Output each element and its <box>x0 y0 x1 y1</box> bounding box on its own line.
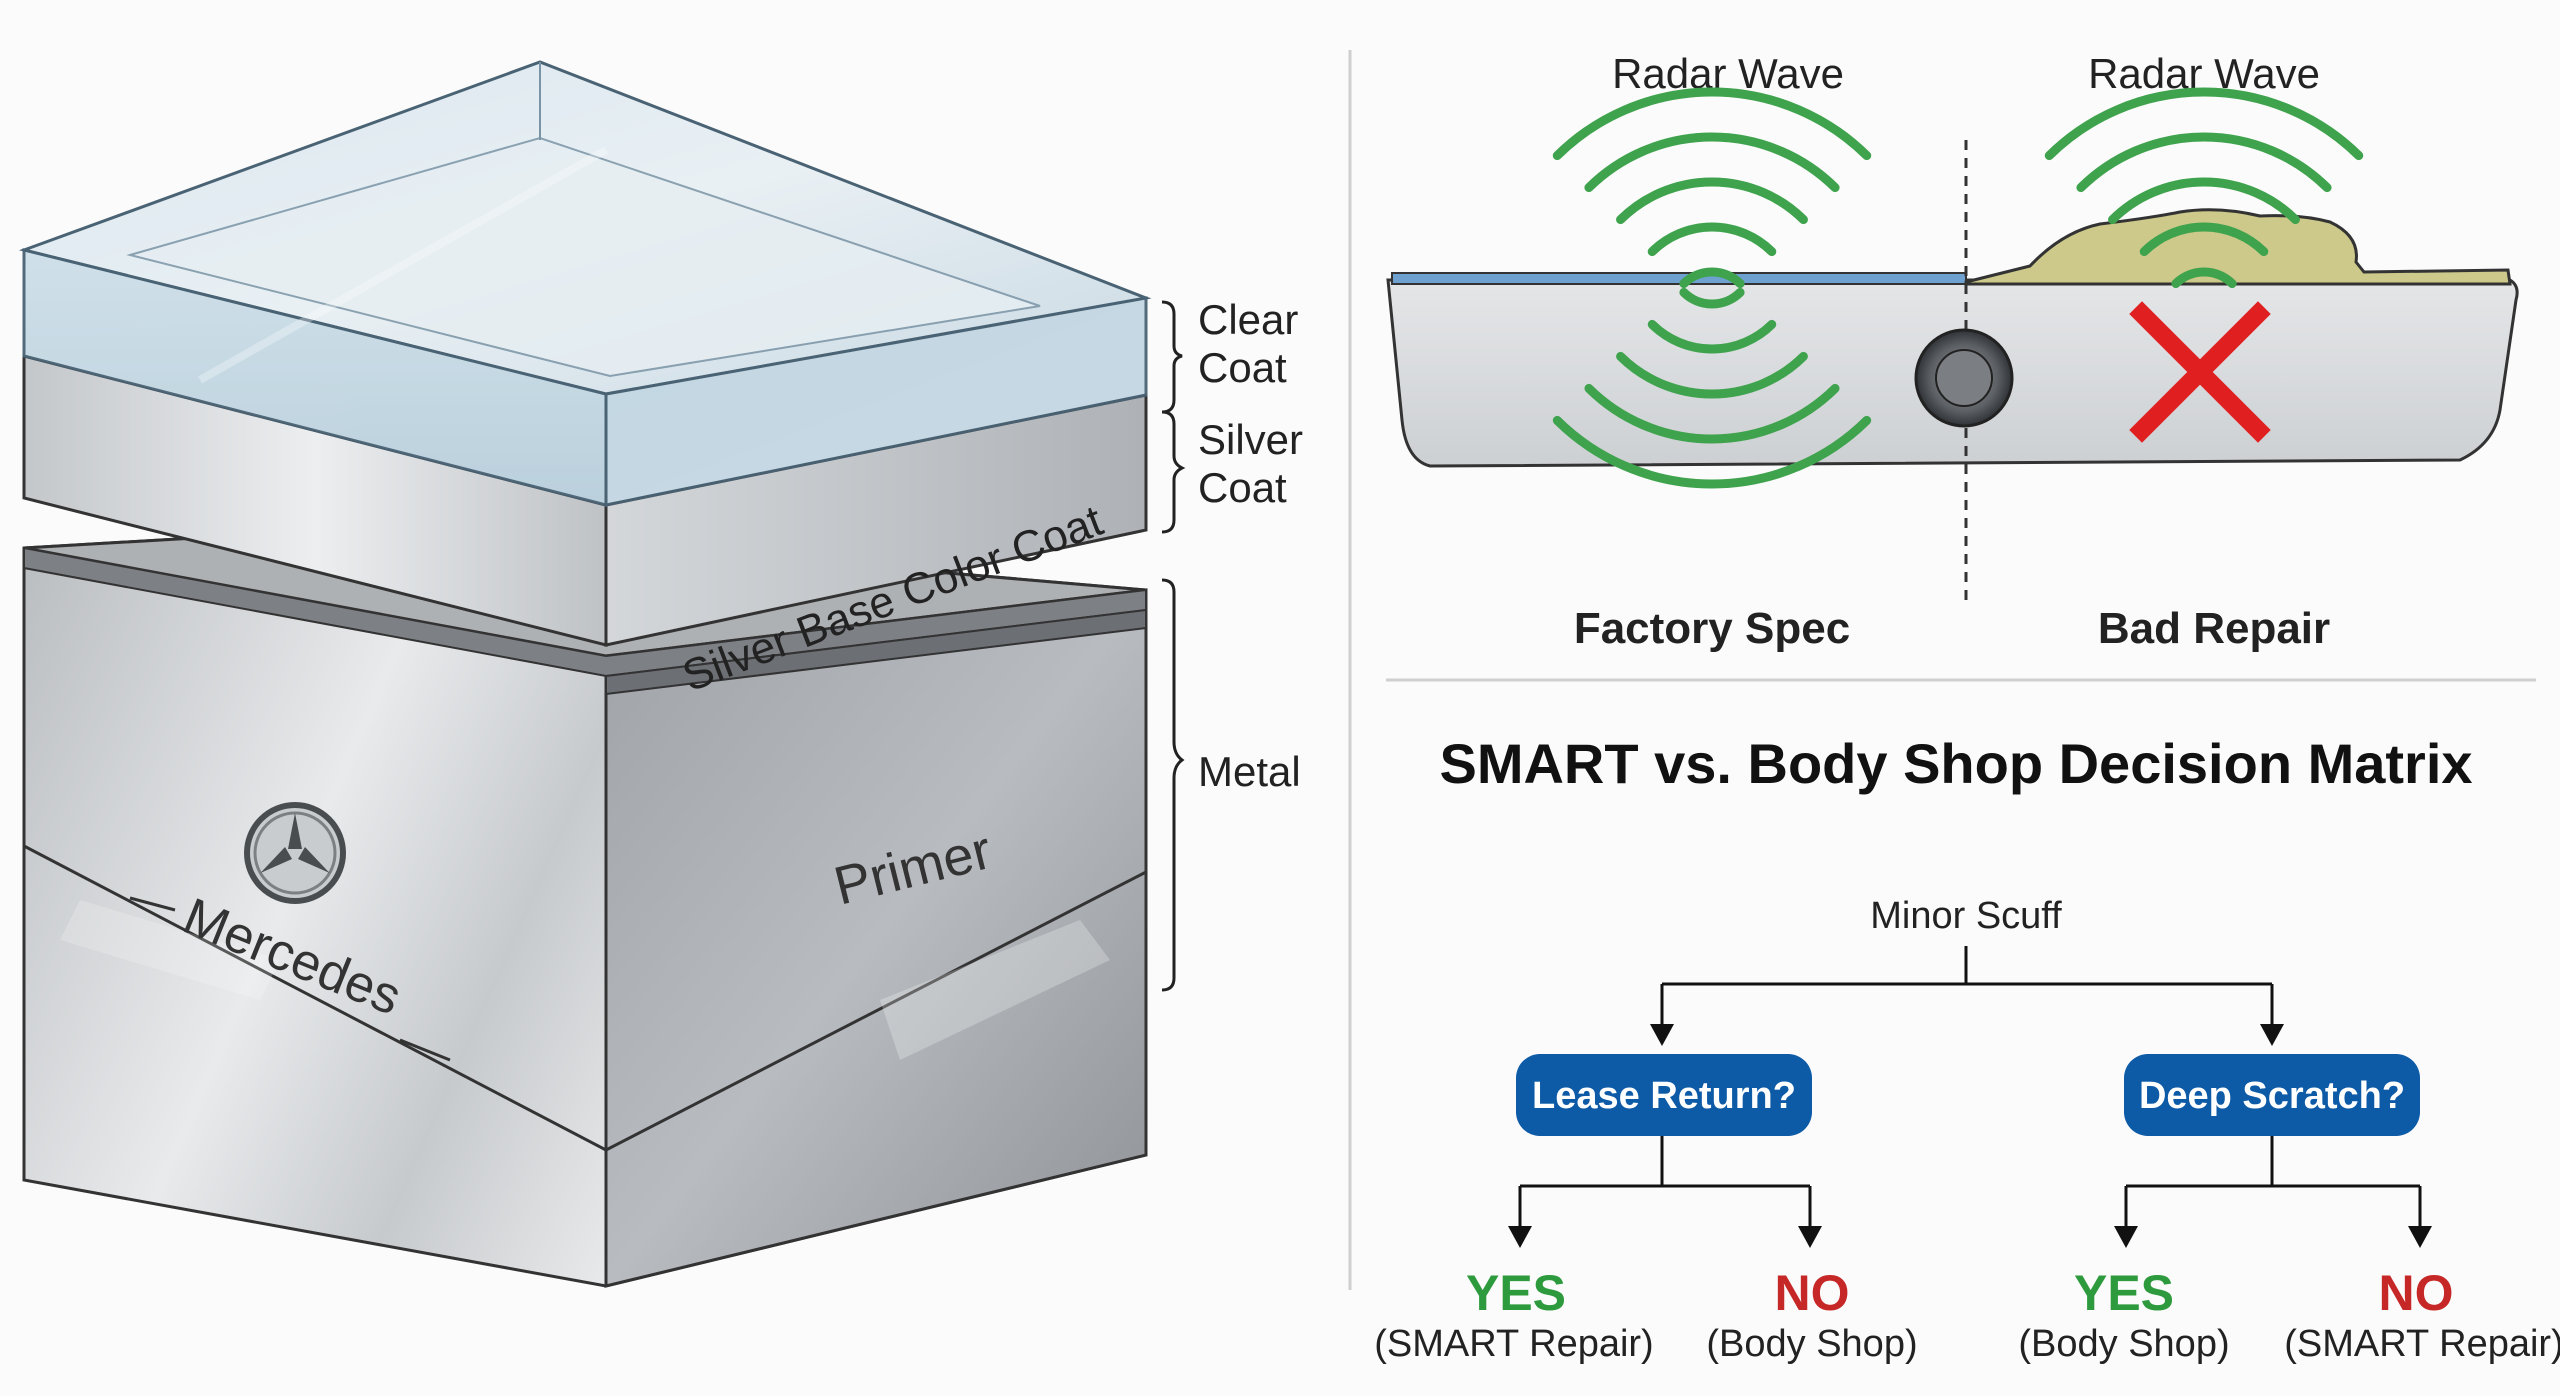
decision-matrix: SMART vs. Body Shop Decision Matrix Mino… <box>1374 732 2560 1365</box>
bad-repair-caption: Bad Repair <box>2098 604 2330 653</box>
radar-waves <box>1552 87 2364 489</box>
silver-coat-slab <box>22 354 1148 647</box>
metal-block <box>22 524 1148 1288</box>
lease-yes-answer: YES <box>1466 1265 1566 1321</box>
left-incoming-wave-arc <box>1584 132 1840 193</box>
metal-label: Metal <box>1198 748 1301 795</box>
question-deep-scratch: Deep Scratch? <box>2139 1075 2405 1117</box>
lease-no-outcome: (Body Shop) <box>1706 1323 1917 1365</box>
left-incoming-wave-arc <box>1679 267 1745 289</box>
right-incoming-wave-arc <box>2076 132 2332 193</box>
right-incoming-wave-arc <box>2044 87 2364 161</box>
parking-sensor-icon <box>1914 328 2014 428</box>
factory-spec-caption: Factory Spec <box>1574 604 1850 653</box>
lease-no-answer: NO <box>1775 1265 1850 1321</box>
mercedes-emblem-icon <box>244 802 346 904</box>
lease-yes-outcome: (SMART Repair) <box>1374 1323 1653 1365</box>
scratch-yes-outcome: (Body Shop) <box>2018 1323 2229 1365</box>
root-node-minor-scuff: Minor Scuff <box>1870 895 2062 937</box>
question-lease-return: Lease Return? <box>1532 1075 1796 1117</box>
decision-node-deep-scratch: Deep Scratch? <box>2124 1054 2420 1136</box>
factory-paint-layer <box>1391 272 1967 285</box>
scratch-no-outcome: (SMART Repair) <box>2284 1323 2560 1365</box>
filler-bulge <box>1964 208 2512 286</box>
left-reflected-wave-arc <box>1647 319 1777 354</box>
layer-brackets <box>1161 300 1186 992</box>
scratch-yes-answer: YES <box>2074 1265 2174 1321</box>
clear-coat-slab <box>18 60 1152 507</box>
tree-connectors <box>1518 946 2422 1232</box>
left-incoming-wave-arc <box>1616 177 1808 225</box>
failed-signal-x-icon <box>2129 301 2271 443</box>
decision-node-lease-return: Lease Return? <box>1516 1054 1812 1136</box>
matrix-title: SMART vs. Body Shop Decision Matrix <box>1439 732 2472 795</box>
right-incoming-wave-arc <box>2139 222 2269 257</box>
brand-rule-left <box>129 896 176 912</box>
brand-rule-right <box>399 1038 451 1062</box>
left-incoming-wave-arc <box>1647 222 1777 257</box>
tree-arrowheads <box>1508 1024 2432 1248</box>
right-incoming-wave-arc <box>2108 177 2300 225</box>
left-reflected-wave-arc <box>1679 287 1745 309</box>
left-incoming-wave-arc <box>1552 87 1872 161</box>
right-incoming-wave-arc <box>2171 267 2237 289</box>
radar-illustration: Radar Wave Radar Wave Factory Spec Bad R… <box>1386 50 2519 653</box>
left-reflected-wave-arc <box>1584 383 1840 444</box>
left-reflected-wave-arc <box>1616 351 1808 399</box>
layer-block-illustration: Mercedes Primer Silver Base Color Coat C… <box>18 60 1303 1288</box>
scratch-no-answer: NO <box>2379 1265 2454 1321</box>
left-reflected-wave-arc <box>1552 415 1872 489</box>
